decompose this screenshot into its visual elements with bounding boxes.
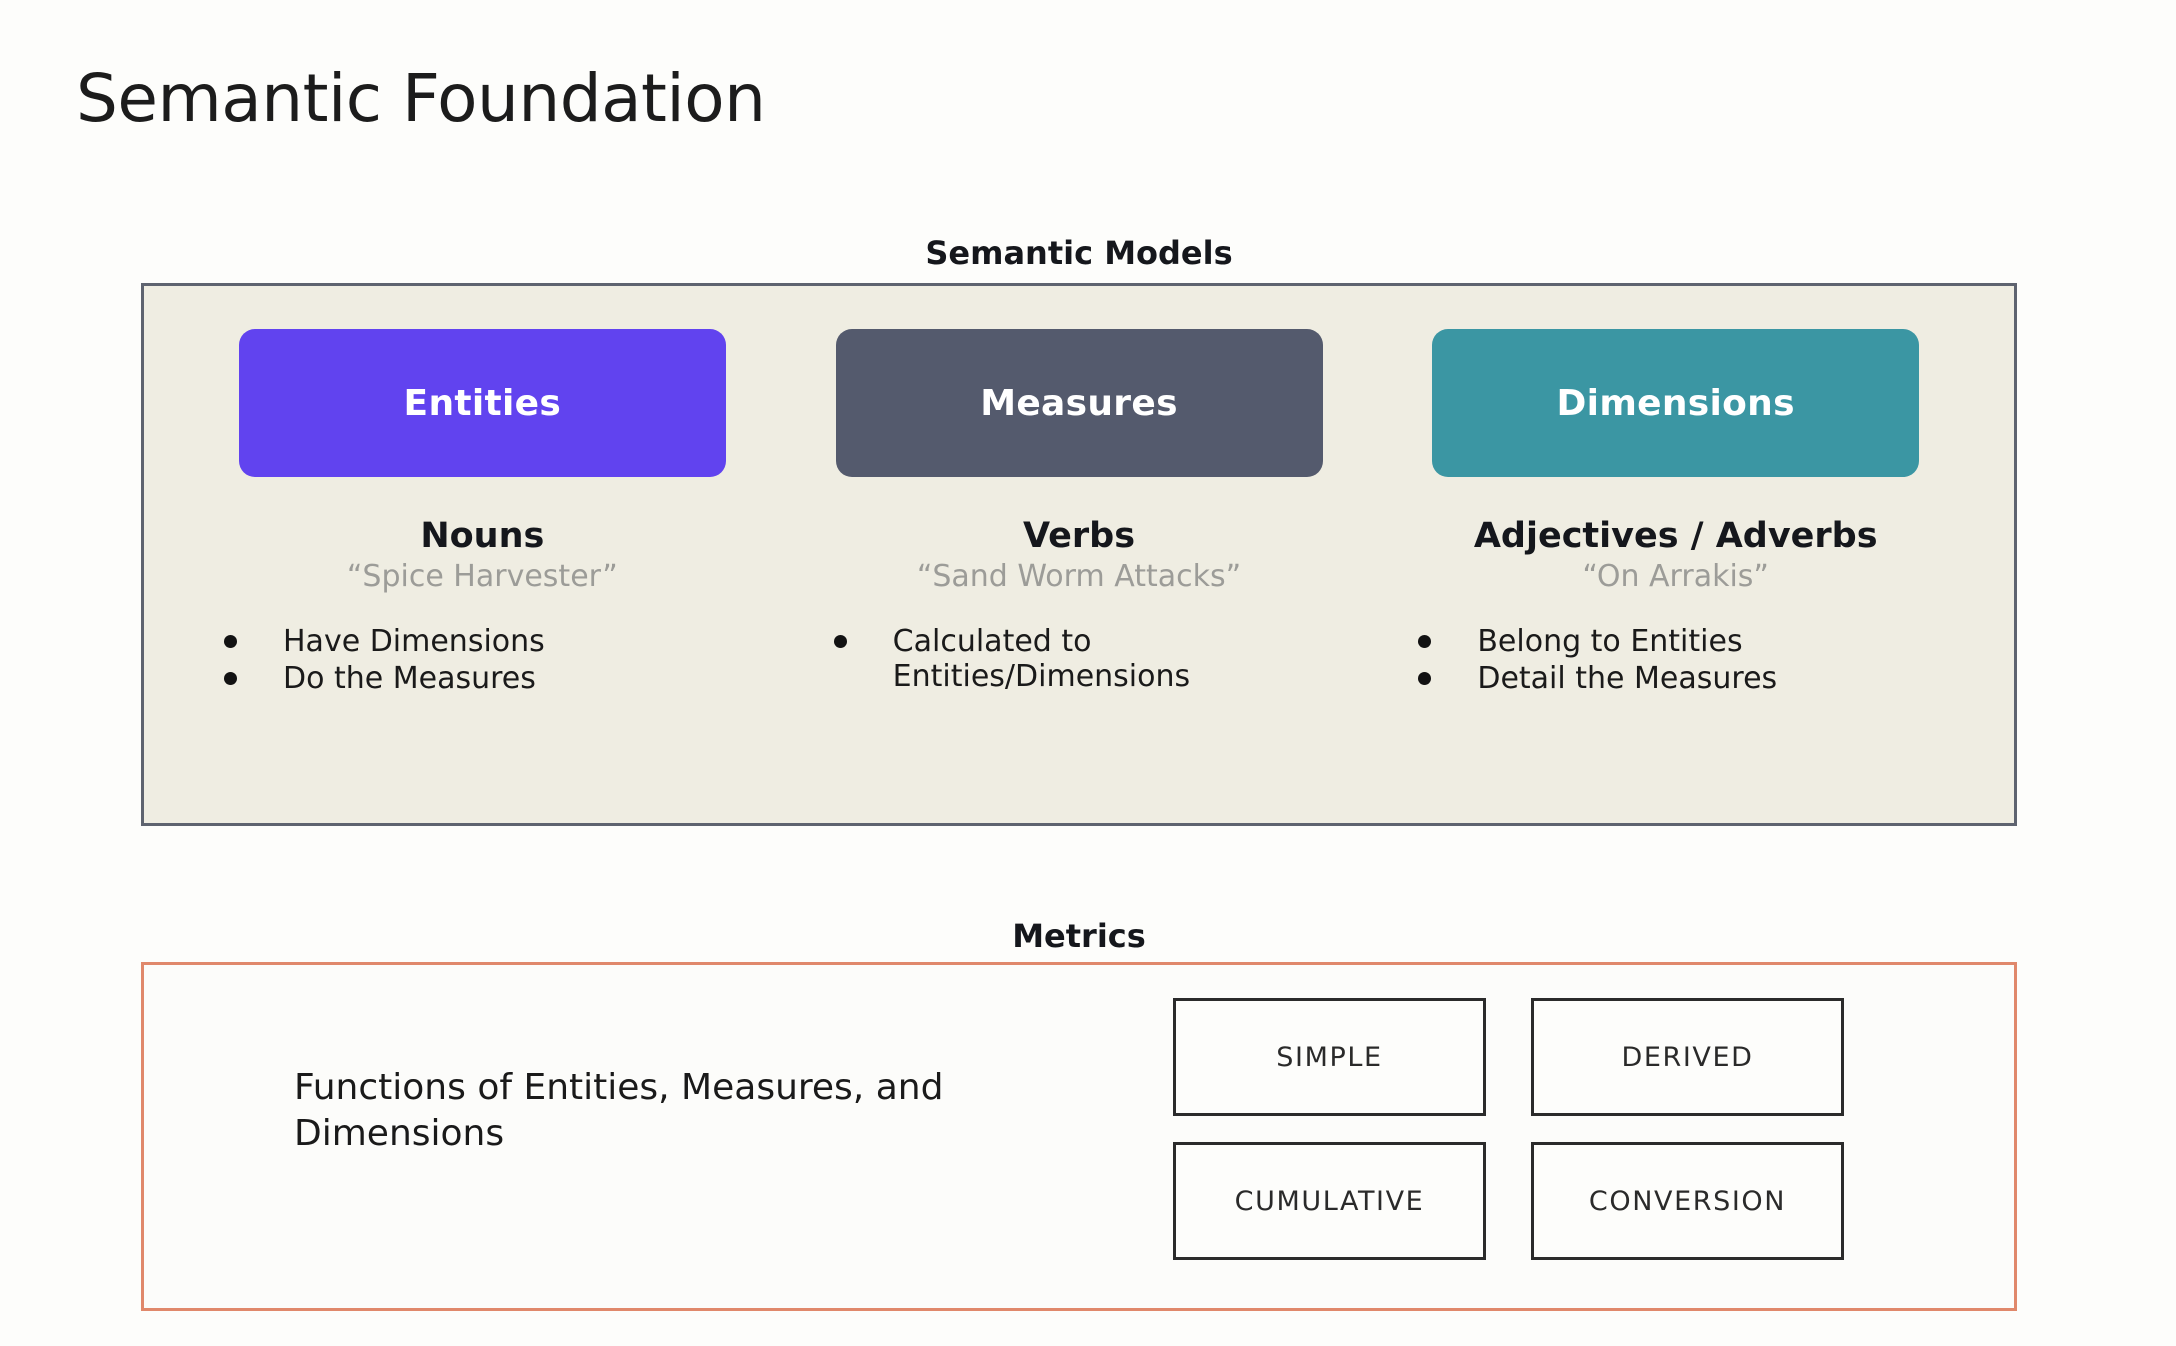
part-of-speech-entities: Nouns [420, 516, 545, 556]
example-entities: “Spice Harvester” [346, 558, 618, 594]
semantic-models-caption: Semantic Models [925, 234, 1233, 272]
part-of-speech-dimensions: Adjectives / Adverbs [1473, 516, 1878, 556]
bullet-text: Calculated to Entities/Dimensions [892, 624, 1191, 695]
metric-type-cumulative[interactable]: CUMULATIVE [1173, 1142, 1486, 1260]
bullet-dot-icon [1418, 672, 1432, 686]
bullet-text: Have Dimensions [283, 624, 545, 659]
chip-dimensions[interactable]: Dimensions [1432, 329, 1920, 477]
bullet-list-entities: Have Dimensions Do the Measures [188, 624, 777, 698]
chip-measures[interactable]: Measures [835, 329, 1323, 477]
metric-type-derived[interactable]: DERIVED [1531, 998, 1844, 1116]
bullet-text: Detail the Measures [1477, 661, 1778, 697]
list-item: Calculated to Entities/Dimensions [833, 624, 1387, 695]
metrics-type-grid: SIMPLE DERIVED CUMULATIVE CONVERSION [1173, 998, 1844, 1260]
list-item: Do the Measures [224, 661, 777, 696]
metric-type-simple[interactable]: SIMPLE [1173, 998, 1486, 1116]
metrics-description: Functions of Entities, Measures, and Dim… [294, 1067, 944, 1155]
metrics-caption: Metrics [1012, 917, 1146, 955]
bullet-dot-icon [833, 635, 847, 648]
metric-type-conversion[interactable]: CONVERSION [1531, 1142, 1844, 1260]
bullet-list-measures: Calculated to Entities/Dimensions [772, 624, 1387, 696]
model-column-dimensions: Dimensions Adjectives / Adverbs “On Arra… [1377, 329, 1974, 823]
list-item: Belong to Entities [1418, 624, 1971, 659]
bullet-text: Belong to Entities [1477, 624, 1743, 659]
bullet-dot-icon [1418, 635, 1432, 648]
semantic-models-grid: Entities Nouns “Spice Harvester” Have Di… [144, 286, 2014, 823]
semantic-models-panel: Entities Nouns “Spice Harvester” Have Di… [141, 283, 2017, 826]
chip-entities[interactable]: Entities [238, 329, 726, 477]
list-item: Have Dimensions [224, 624, 777, 659]
part-of-speech-measures: Verbs [1022, 516, 1136, 556]
metrics-panel: Functions of Entities, Measures, and Dim… [141, 962, 2017, 1311]
bullet-dot-icon [224, 672, 237, 686]
model-column-entities: Entities Nouns “Spice Harvester” Have Di… [184, 329, 781, 823]
bullet-list-dimensions: Belong to Entities Detail the Measures [1380, 624, 1971, 698]
bullet-dot-icon [224, 635, 237, 648]
example-measures: “Sand Worm Attacks” [916, 558, 1242, 594]
example-dimensions: “On Arrakis” [1582, 558, 1769, 594]
bullet-text: Do the Measures [283, 661, 536, 697]
model-column-measures: Measures Verbs “Sand Worm Attacks” Calcu… [781, 329, 1378, 823]
page-title: Semantic Foundation [76, 60, 766, 137]
list-item: Detail the Measures [1418, 661, 1971, 696]
